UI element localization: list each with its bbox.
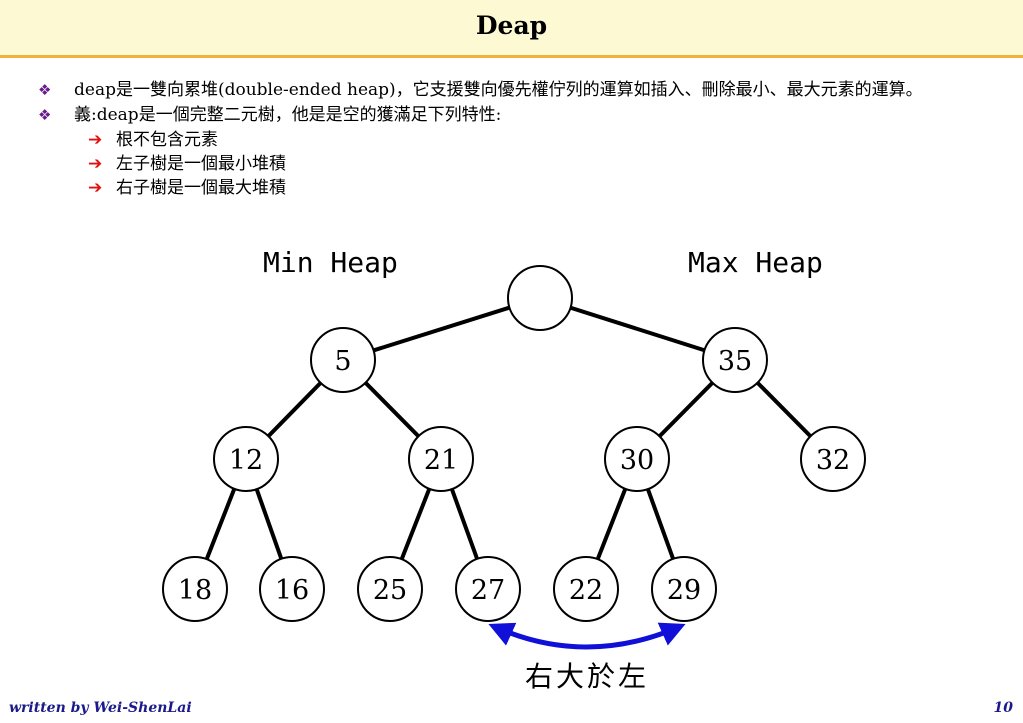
node [651,556,717,622]
double-arrow-icon [488,622,686,650]
node-max-root [702,327,768,393]
node-values: 5 35 12 21 30 32 18 16 25 27 22 29 [178,346,850,606]
slide-title: Deap [475,11,548,40]
node-value: 5 [334,346,351,377]
author-credit: written by Wei-ShenLai [9,700,192,716]
bullet-text: 義:deap是一個完整二元樹，他是是空的獲滿足下列特性: [74,105,502,125]
tree-nodes [162,265,866,622]
node [455,556,521,622]
right-arrow-icon: ➔ [88,130,103,150]
node-value: 29 [667,575,701,606]
bullet-definition: ❖ deap是一雙向累堆(double-ended heap)，它支援雙向優先權… [38,78,1018,103]
node [553,556,619,622]
bullet-properties: ❖ 義:deap是一個完整二元樹，他是是空的獲滿足下列特性: [38,103,1018,128]
node-value: 16 [275,575,309,606]
node-value: 32 [816,445,850,476]
property-text: 左子樹是一個最小堆積 [116,154,286,174]
node [604,426,670,492]
node [408,426,474,492]
node-value: 22 [569,575,603,606]
property-text: 根不包含元素 [116,130,218,150]
property-text: 右子樹是一個最大堆積 [116,178,286,198]
property-item: ➔ 根不包含元素 [38,128,1018,152]
property-item: ➔ 左子樹是一個最小堆積 [38,152,1018,176]
node-value: 25 [373,575,407,606]
edge-root-max [539,296,736,362]
node-value: 27 [471,575,505,606]
diamond-bullet-icon: ❖ [38,106,52,124]
page-number: 10 [993,700,1013,716]
bullet-text: deap是一雙向累堆(double-ended heap)，它支援雙向優先權佇列… [74,80,923,100]
right-arrow-icon: ➔ [88,154,103,174]
node [259,556,325,622]
root-node [507,265,573,331]
node-min-root [310,327,376,393]
node-value: 12 [229,445,263,476]
edge-root-min [342,296,541,362]
node [800,426,866,492]
node [213,426,279,492]
min-heap-label: Min Heap [263,246,398,279]
diamond-bullet-icon: ❖ [38,81,52,99]
node-value: 30 [620,445,654,476]
arrow-caption: 右大於左 [525,660,650,693]
bullet-list: ❖ deap是一雙向累堆(double-ended heap)，它支援雙向優先權… [38,78,1018,200]
node-value: 21 [424,445,458,476]
max-heap-label: Max Heap [688,246,823,279]
title-bar [0,0,1023,58]
node [357,556,423,622]
node [162,556,228,622]
node-value: 18 [178,575,212,606]
property-item: ➔ 右子樹是一個最大堆積 [38,176,1018,200]
right-arrow-icon: ➔ [88,178,103,198]
title-underline [0,55,1023,58]
node-value: 35 [718,346,752,377]
